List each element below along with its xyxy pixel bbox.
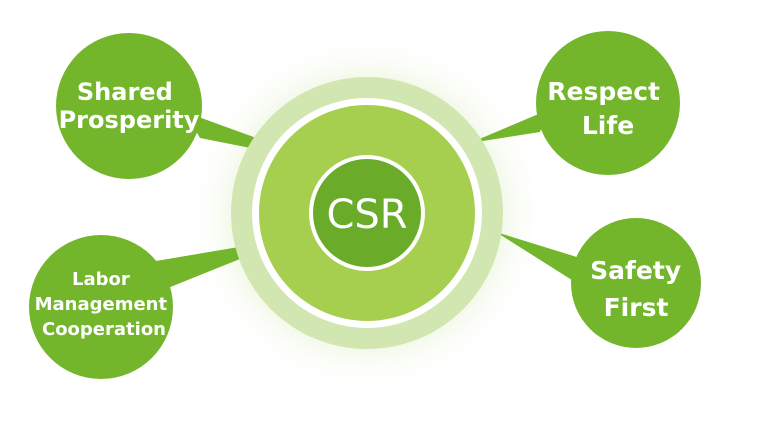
- pointer-respect-life: [470, 110, 548, 143]
- node-circle: [571, 218, 701, 348]
- svg-text:Labor Management: Labor Management Cooperation: [35, 269, 174, 340]
- node-label-line: Labor: [72, 269, 130, 290]
- svg-text:Safety First: Safety First: [590, 256, 690, 322]
- node-label-line: Prosperity: [59, 106, 200, 134]
- node-label-line: Cooperation: [42, 319, 166, 340]
- node-safety-first: Safety First: [571, 218, 701, 348]
- core-circle: [313, 159, 421, 267]
- node-circle: [29, 235, 173, 379]
- node-label-line: Life: [582, 111, 634, 140]
- node-label-line: First: [604, 293, 669, 322]
- svg-text:Respect Life: Respect Life: [547, 77, 668, 140]
- node-label-line: Safety: [590, 256, 681, 285]
- node-label-line: Shared: [77, 78, 173, 106]
- node-shared-prosperity: Shared Prosperity: [56, 33, 202, 179]
- node-respect-life: Respect Life: [536, 31, 680, 175]
- node-label-line: Management: [35, 294, 168, 315]
- node-circle: [56, 33, 202, 179]
- pointer-safety-first: [496, 232, 580, 282]
- node-label-line: Respect: [547, 77, 660, 106]
- center-label: CSR: [326, 192, 407, 238]
- node-circle: [536, 31, 680, 175]
- node-labor-management-cooperation: Labor Management Cooperation: [29, 235, 173, 379]
- svg-text:Shared Prosperity: Shared Prosperity: [59, 78, 200, 134]
